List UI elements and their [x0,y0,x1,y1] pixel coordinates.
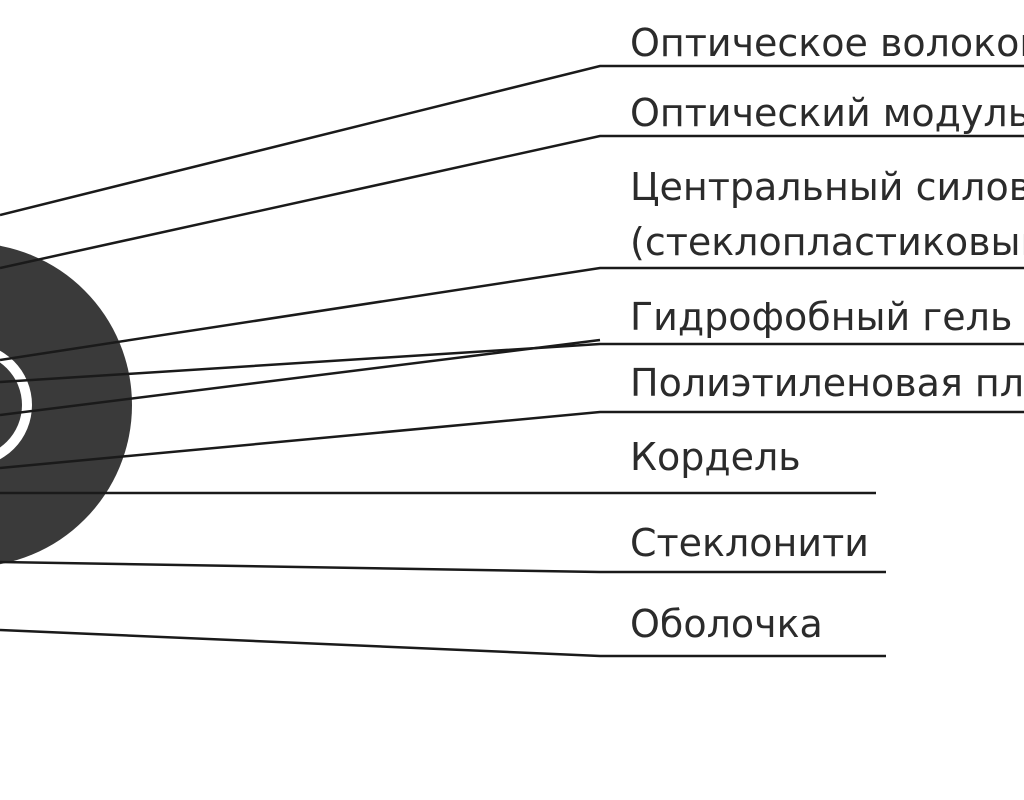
leader-line-optical-module [0,134,1024,270]
label-optical-module: Оптический модуль [630,91,1024,135]
label-central-member: Центральный силовой элемент [630,165,1024,209]
label-central-member-material: (стеклопластиковый) [630,220,1024,264]
label-cordel: Кордель [630,435,801,479]
label-hydrophobic-gel: Гидрофобный гель [630,295,1012,339]
leader-line-sheath [0,628,886,658]
labels: Оптическое волоконно Оптический модуль Ц… [630,21,1024,646]
outer-sheath [0,245,132,565]
leader-lines [0,64,1024,658]
label-sheath: Оболочка [630,602,823,646]
leader-line-central-member [0,266,1024,362]
leader-line-cordel [0,410,1024,470]
inner-core [0,362,22,448]
label-polyethylene: Полиэтиленовая пленка [630,361,1024,405]
leader-line-polyethylene [0,338,601,417]
label-optical-fiber: Оптическое волоконно [630,21,1024,65]
label-glass-threads: Стеклонити [630,521,869,565]
leader-line-optical-fiber [0,64,1024,217]
leader-line-glass-threads [0,560,886,574]
cable-cross-section [0,245,132,565]
leader-line-hydrophobic-gel [0,342,1024,384]
